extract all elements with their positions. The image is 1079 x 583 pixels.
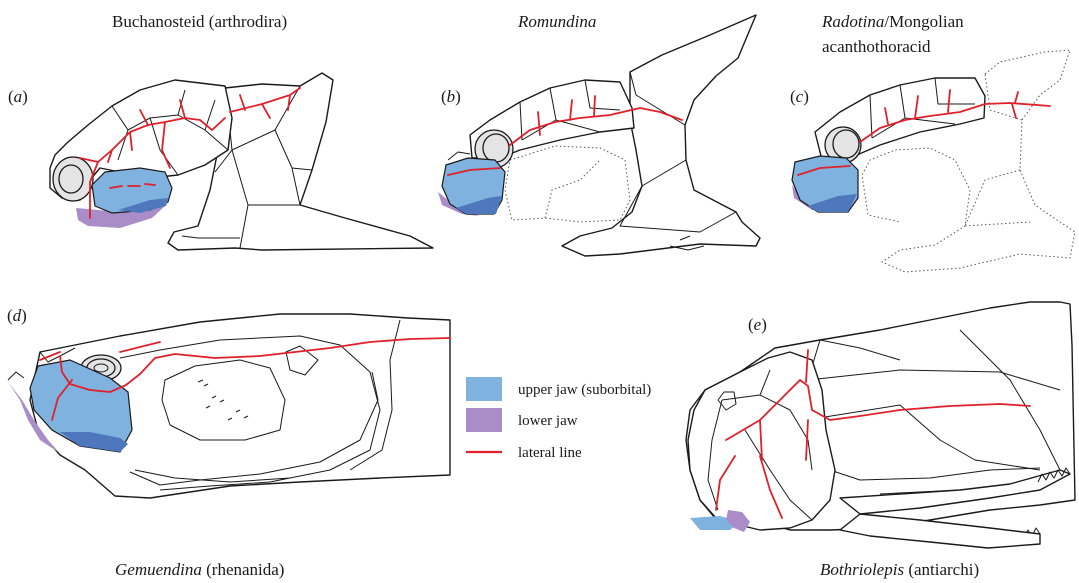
- panel-d-letter: (d): [7, 306, 27, 325]
- panel-d-title-italic: Gemuendina: [115, 560, 202, 579]
- panel-d-letter-value: d: [13, 306, 22, 325]
- panel-a-eye: [59, 165, 83, 193]
- panel-c-title-rest: /Mongolian: [884, 12, 964, 31]
- legend-swatch-upper-jaw: [466, 377, 502, 401]
- panel-d-lower-jaw-tip: [8, 372, 24, 380]
- panel-c-letter-value: c: [796, 87, 804, 106]
- panel-a-title: Buchanosteid (arthrodira): [112, 12, 287, 31]
- legend-label-lateral-line: lateral line: [518, 445, 582, 461]
- panel-b-eye: [483, 134, 509, 162]
- panel-b-missing-plates: [505, 146, 630, 222]
- panel-d-title-rest: (rhenanida): [202, 560, 285, 579]
- panel-b-letter: (b): [441, 87, 461, 106]
- panel-a-letter: (a): [8, 87, 28, 106]
- panel-c-letter: (c): [790, 87, 809, 106]
- panel-e-title-rest: (antiarchi): [904, 560, 979, 579]
- panel-a: Buchanosteid (arthrodira) (a): [8, 12, 433, 250]
- panel-c-title: Radotina/Mongolian: [821, 12, 964, 31]
- legend-label-upper-jaw: upper jaw (suborbital): [518, 382, 651, 398]
- panel-b: Romundina (b): [438, 12, 760, 256]
- panel-c: Radotina/Mongolian acanthothoracid (c): [790, 12, 1075, 272]
- panel-e-letter: (e): [748, 315, 767, 334]
- legend-swatch-lower-jaw: [466, 408, 502, 432]
- panel-e: (e) Bothriolepis (antiarchi): [686, 302, 1075, 579]
- panel-d-title: Gemuendina (rhenanida): [115, 560, 284, 579]
- panel-c-title-italic: Radotina: [821, 12, 884, 31]
- panel-e-ventral-appendage: [840, 514, 1040, 548]
- panel-b-trunk-shield: [562, 15, 760, 256]
- panel-a-letter-value: a: [14, 87, 23, 106]
- legend-label-lower-jaw: lower jaw: [518, 413, 578, 429]
- panel-b-title: Romundina: [517, 12, 596, 31]
- panel-d: (d) Gemuendina (rhenanida): [7, 306, 450, 579]
- legend: upper jaw (suborbital) lower jaw lateral…: [466, 377, 651, 461]
- panel-c-title-line2: acanthothoracid: [822, 37, 931, 56]
- panel-b-letter-value: b: [447, 87, 456, 106]
- panel-e-title: Bothriolepis (antiarchi): [820, 560, 979, 579]
- panel-e-title-italic: Bothriolepis: [820, 560, 904, 579]
- panel-e-letter-value: e: [754, 315, 762, 334]
- panel-c-eye: [833, 130, 859, 158]
